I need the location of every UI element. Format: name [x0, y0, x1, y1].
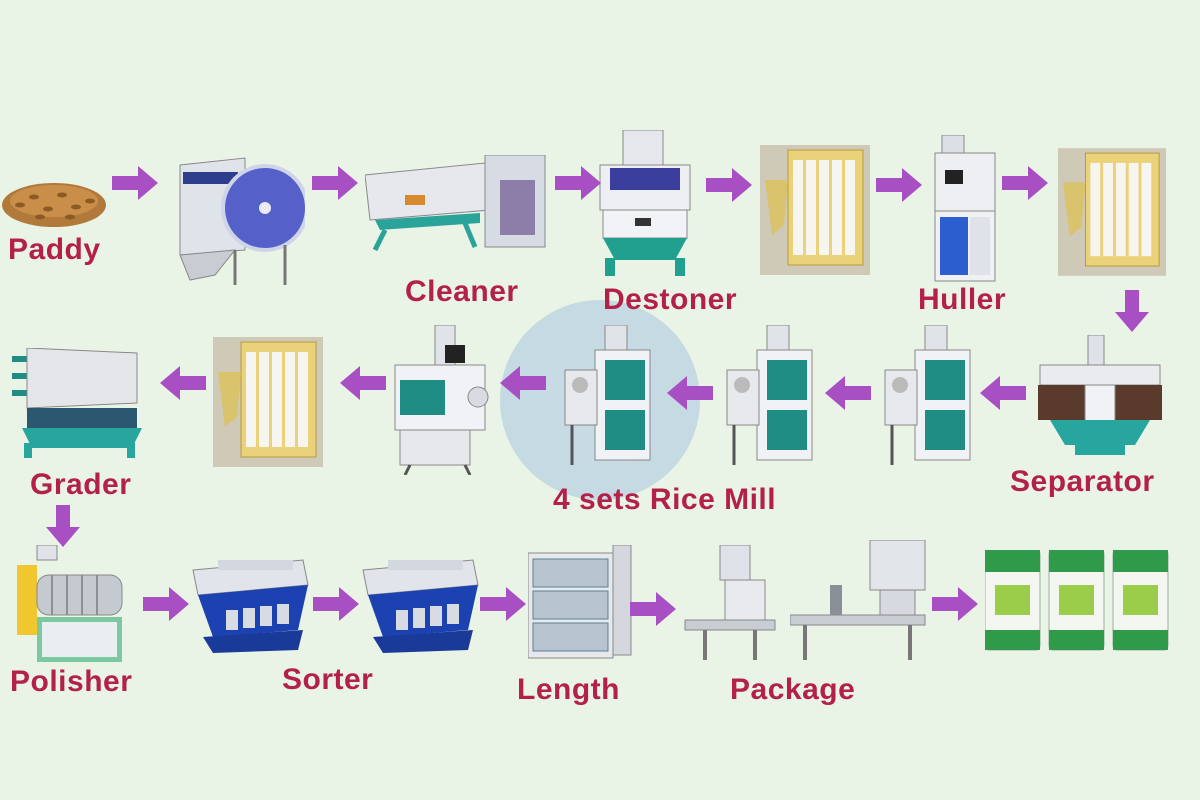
right-arrow-icon	[313, 587, 359, 621]
left-arrow-icon	[980, 376, 1026, 410]
label-grader: Grader	[30, 468, 132, 501]
length-grader-image	[528, 545, 632, 659]
huller-image	[934, 135, 996, 282]
rice-mill-image-3	[564, 325, 651, 465]
right-arrow-icon	[876, 168, 922, 202]
dust-collector-image-2	[1058, 148, 1166, 276]
dust-collector-image-3	[213, 337, 323, 467]
right-arrow-icon	[555, 166, 601, 200]
rice-bags-image	[985, 550, 1169, 651]
pre-cleaner-drum-image	[179, 157, 305, 285]
dust-collector-image-1	[760, 145, 870, 275]
left-arrow-icon	[667, 376, 713, 410]
left-arrow-icon	[340, 366, 386, 400]
left-arrow-icon	[160, 366, 206, 400]
separator-image	[1038, 335, 1162, 455]
right-arrow-icon	[312, 166, 358, 200]
grader-image	[12, 348, 142, 458]
label-length: Length	[517, 673, 620, 706]
sorter-image-2	[362, 559, 479, 653]
right-arrow-icon	[480, 587, 526, 621]
right-arrow-icon	[706, 168, 752, 202]
rice-mill-image-1	[884, 325, 971, 465]
cleaner-image	[365, 155, 546, 252]
label-polisher: Polisher	[10, 665, 133, 698]
right-arrow-icon	[143, 587, 189, 621]
rice-mill-image-4	[394, 325, 489, 475]
label-rice-mill: 4 sets Rice Mill	[553, 483, 777, 516]
left-arrow-icon	[825, 376, 871, 410]
label-cleaner: Cleaner	[405, 275, 519, 308]
label-sorter: Sorter	[282, 663, 374, 696]
label-destoner: Destoner	[603, 283, 738, 316]
paddy-grain-image	[2, 183, 106, 227]
label-package: Package	[730, 673, 856, 706]
sorter-image-1	[192, 559, 309, 653]
packing-machine-image-2	[790, 540, 926, 660]
right-arrow-icon	[630, 592, 676, 626]
down-arrow-icon	[1115, 290, 1149, 332]
down-arrow-icon	[46, 505, 80, 547]
label-huller: Huller	[918, 283, 1007, 316]
packing-machine-image-1	[684, 545, 776, 660]
right-arrow-icon	[1002, 166, 1048, 200]
left-arrow-icon	[500, 366, 546, 400]
label-separator: Separator	[1010, 465, 1155, 498]
destoner-image	[599, 130, 691, 276]
right-arrow-icon	[112, 166, 158, 200]
label-paddy: Paddy	[8, 233, 101, 266]
polisher-image	[17, 545, 123, 662]
right-arrow-icon	[932, 587, 978, 621]
rice-mill-image-2	[726, 325, 813, 465]
